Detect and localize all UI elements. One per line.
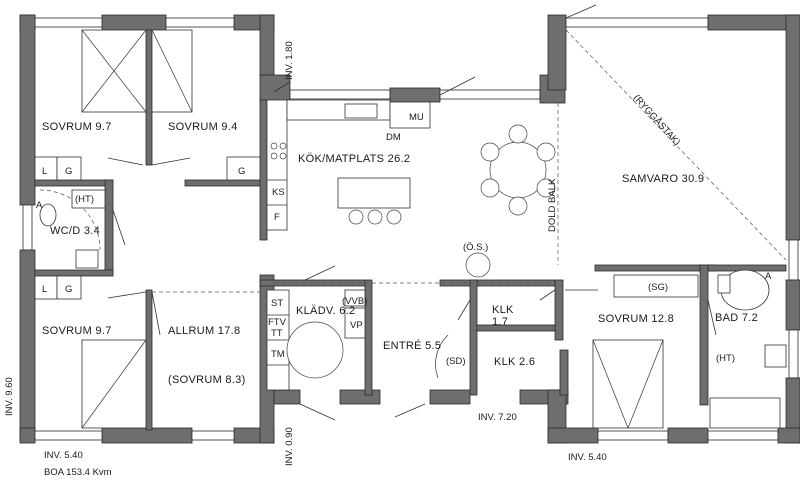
room-label-allrum: ALLRUM 17.8 — [168, 325, 240, 337]
fixture-label-ht1: (HT) — [75, 194, 94, 205]
fixture-label-g3: G — [65, 284, 72, 295]
room-label-sovrum-sw: SOVRUM 9.7 — [42, 325, 112, 337]
annotation-dold-balk: DOLD BALK — [547, 178, 558, 232]
annotation-inv-left: INV. 9.60 — [4, 377, 15, 416]
fixture-label-vvb: (VVB) — [342, 296, 367, 307]
room-label-sovrum-se: SOVRUM 12.8 — [598, 313, 674, 325]
exterior-walls — [19, 14, 800, 444]
room-label-kladv: KLÄDV. 6.2 — [296, 305, 355, 317]
annotation-ryggastak: (RYGGÅSTAK) — [631, 93, 682, 148]
room-label-entre: ENTRÉ 5.5 — [383, 339, 441, 352]
fixture-label-l1: L — [42, 166, 47, 177]
fixture-label-os: (Ö.S.) — [463, 242, 488, 253]
fixture-label-a1: A — [36, 200, 43, 211]
fixture-label-dm: DM — [386, 132, 401, 143]
fixture-label-sg: (SG) — [648, 282, 668, 293]
room-labels: SOVRUM 9.7 SOVRUM 9.4 KÖK/MATPLATS 26.2 … — [42, 121, 758, 386]
fixture-label-ftv: FTV — [268, 317, 287, 328]
room-label-klk1: KLK — [492, 304, 514, 316]
fixture-label-mu: MU — [409, 112, 424, 123]
room-label-bad: BAD 7.2 — [715, 312, 758, 324]
annotation-inv-720: INV. 7.20 — [478, 412, 517, 423]
room-label-klk1-area: 1.7 — [492, 316, 508, 328]
fixture-label-a2: A — [765, 271, 772, 282]
annotation-inv-top: INV. 1.80 — [284, 41, 295, 80]
door-swings — [107, 4, 717, 421]
fixture-label-f: F — [274, 212, 280, 223]
room-label-klk2: KLK 2.6 — [494, 356, 535, 368]
room-label-wc: WC/D 3.4 — [50, 225, 100, 237]
fixture-label-tm: TM — [271, 349, 285, 360]
fixture-label-tt: TT — [271, 328, 283, 339]
fixture-labels: L G G L G MU DM KS F ST FTV TT TM (VVB) … — [36, 112, 772, 367]
annotation-boa: BOA 153.4 Kvm — [44, 467, 112, 478]
room-label-allrum-sub: (SOVRUM 8.3) — [168, 374, 246, 386]
fixture-label-st: ST — [271, 298, 283, 309]
room-label-kok: KÖK/MATPLATS 26.2 — [298, 153, 410, 165]
room-label-sovrum-n2: SOVRUM 9.4 — [168, 121, 238, 133]
fixtures — [34, 29, 787, 429]
fixture-label-g1: G — [65, 166, 72, 177]
annotation-inv-bottom-right: INV. 5.40 — [568, 452, 607, 463]
annotation-inv-bottom-left: INV. 5.40 — [44, 450, 83, 461]
fixture-label-vp: VP — [350, 320, 363, 331]
fixture-label-g2: G — [238, 166, 245, 177]
annotation-inv-mid: INV. 0.90 — [284, 427, 295, 466]
fixture-label-ks: KS — [272, 187, 285, 198]
fixture-label-sd: (SD) — [446, 356, 466, 367]
room-label-sovrum-nw: SOVRUM 9.7 — [42, 121, 112, 133]
room-label-samvaro: SAMVARO 30.9 — [622, 173, 704, 185]
fixture-label-l2: L — [42, 284, 47, 295]
roof-structure-lines — [557, 29, 787, 265]
fixture-label-ht2: (HT) — [716, 353, 735, 364]
